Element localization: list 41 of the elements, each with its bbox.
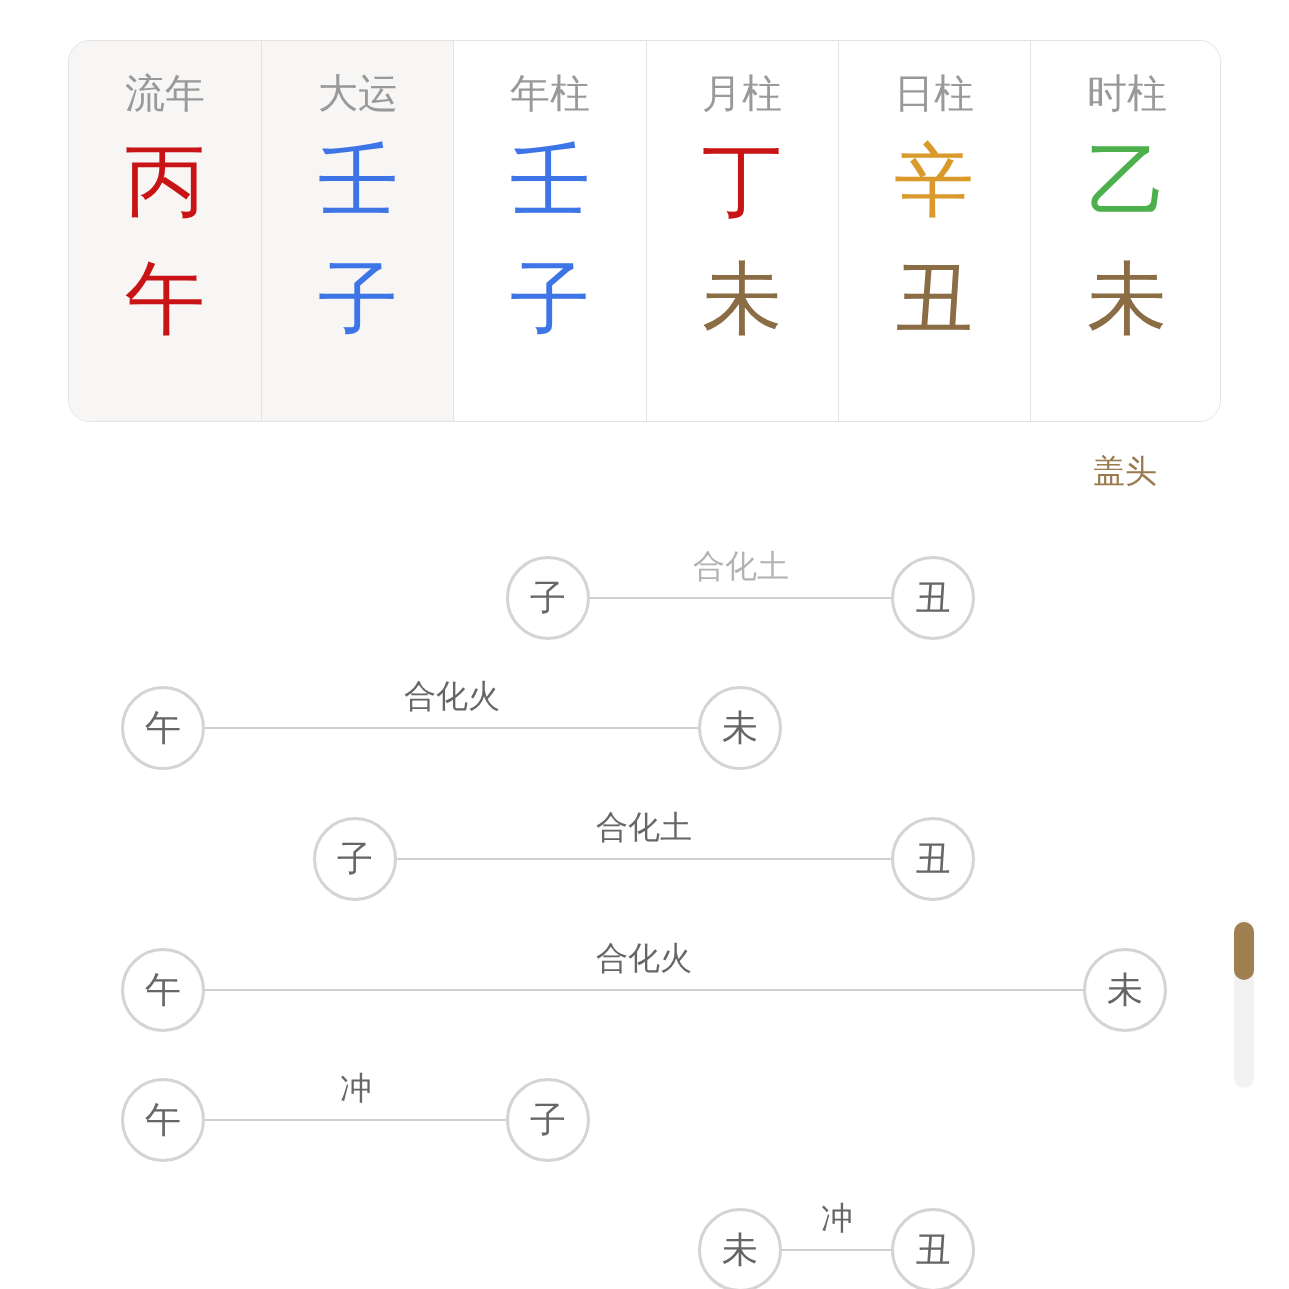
branch-char: 子	[530, 1102, 566, 1138]
branch-char: 子	[337, 841, 373, 877]
connector-line	[204, 1119, 507, 1121]
pillar-column	[69, 41, 262, 421]
earthly-branch: 午	[125, 259, 206, 339]
branch-char: 丑	[915, 580, 951, 616]
earthly-branch: 子	[510, 259, 590, 339]
heavenly-stem: 丁	[702, 141, 783, 221]
heavenly-stem: 丙	[125, 141, 206, 221]
pillar-table-card	[68, 40, 1221, 422]
earthly-branch: 未	[702, 259, 783, 339]
heavenly-stem: 辛	[894, 141, 975, 221]
pillar-column	[1030, 41, 1220, 421]
branch-char: 午	[145, 710, 181, 746]
note-label: 盖头	[1093, 455, 1157, 487]
pillar-header: 时柱	[1086, 73, 1167, 113]
connector-line	[204, 727, 699, 729]
pillar-header: 大运	[317, 73, 398, 113]
heavenly-stem: 乙	[1086, 141, 1167, 221]
pillar-column	[261, 41, 454, 421]
heavenly-stem: 壬	[510, 141, 590, 221]
earthly-branch: 未	[1086, 259, 1167, 339]
pillar-header: 月柱	[702, 73, 783, 113]
branch-char: 未	[722, 710, 758, 746]
pillar-header: 日柱	[894, 73, 975, 113]
branch-char: 午	[145, 972, 181, 1008]
branch-char: 丑	[915, 841, 951, 877]
earthly-branch: 子	[317, 259, 398, 339]
branch-char: 丑	[915, 1232, 951, 1268]
connector-line	[781, 1249, 892, 1251]
pillar-header: 流年	[125, 73, 206, 113]
connector-line	[204, 989, 1084, 991]
pillar-header: 年柱	[510, 73, 590, 113]
branch-char: 子	[530, 580, 566, 616]
connector-line	[396, 858, 892, 860]
earthly-branch: 丑	[894, 259, 975, 339]
connector-line	[589, 597, 892, 599]
branch-char: 未	[722, 1232, 758, 1268]
heavenly-stem: 壬	[317, 141, 398, 221]
branch-char: 未	[1107, 972, 1143, 1008]
branch-char: 午	[145, 1102, 181, 1138]
